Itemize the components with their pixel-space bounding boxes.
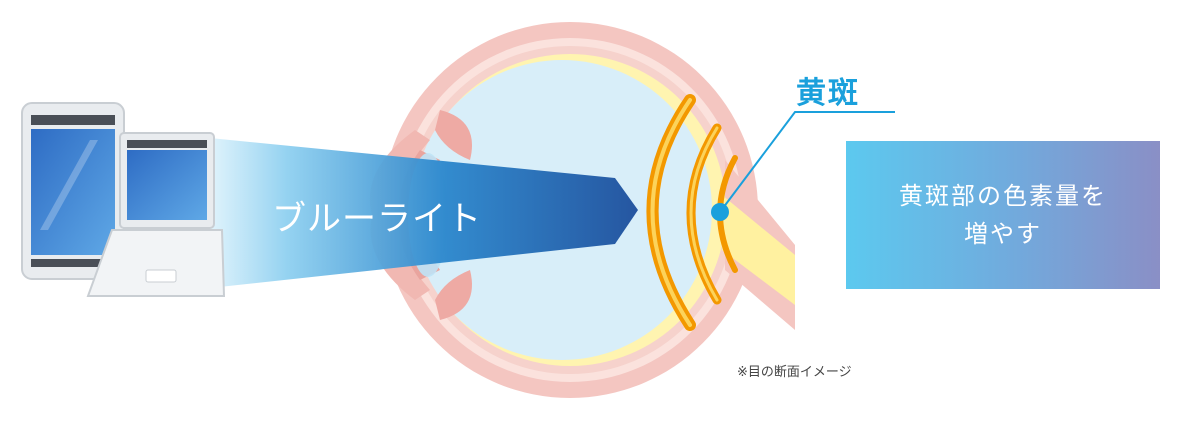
effect-line-1: 黄斑部の色素量を — [899, 182, 1107, 210]
blue-light-beam — [210, 138, 638, 288]
blue-light-label: ブルーライト — [272, 199, 482, 239]
macula-callout — [711, 111, 895, 221]
effect-line-2: 増やす — [964, 220, 1042, 248]
macula-label: 黄斑 — [796, 76, 860, 111]
effect-box: 黄斑部の色素量を 増やす — [846, 141, 1160, 289]
diagram-caption: ※目の断面イメージ — [737, 365, 852, 380]
optic-nerve — [722, 160, 795, 330]
smartphone-icon — [21, 102, 125, 280]
laptop-icon — [86, 132, 226, 297]
